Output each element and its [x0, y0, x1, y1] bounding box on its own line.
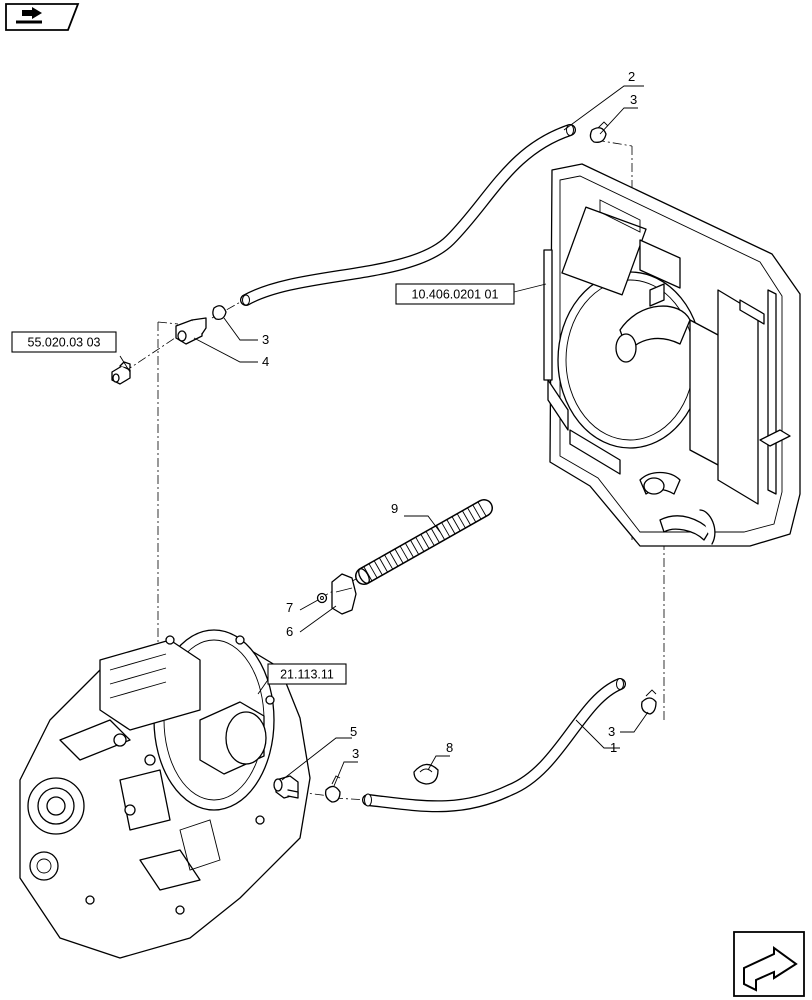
sleeve-rib	[373, 560, 383, 576]
sleeve-rib	[379, 557, 388, 573]
sleeve-rib	[472, 504, 482, 520]
reference-boxes: 10.406.0201 01 55.020.03 03 21.113.11	[11, 283, 515, 685]
sleeve-rib	[368, 563, 378, 579]
callout-9: 9	[391, 501, 398, 516]
sleeve-rib	[425, 531, 435, 546]
callout-5: 5	[350, 724, 357, 739]
sleeve-rib	[462, 510, 471, 526]
elbow-fitting[interactable]	[175, 317, 207, 345]
next-page-arrow-icon[interactable]	[733, 931, 805, 997]
sleeve-rib	[389, 552, 399, 567]
temperature-sensor[interactable]	[111, 361, 131, 385]
sleeve-rib	[456, 513, 466, 529]
callout-1: 1	[610, 740, 617, 755]
callout-3-right: 3	[608, 724, 615, 739]
sleeve-rib	[430, 528, 440, 543]
callout-6: 6	[286, 624, 293, 639]
upper-hose[interactable]	[240, 124, 576, 306]
p-clip[interactable]	[331, 573, 357, 615]
clip-bolt[interactable]	[316, 592, 328, 604]
ref-radiator-label: 10.406.0201 01	[412, 288, 499, 302]
sleeve-rib	[394, 549, 404, 564]
sleeve-rib	[441, 522, 451, 537]
callout-3-top: 3	[630, 92, 637, 107]
sleeve-rib	[436, 525, 445, 540]
hose-clamp-right[interactable]	[641, 689, 657, 715]
corrugated-sleeve[interactable]	[355, 499, 493, 585]
ref-box-sensor[interactable]: 55.020.03 03	[11, 331, 117, 353]
sleeve-rib	[467, 507, 477, 523]
callout-3-mid: 3	[262, 332, 269, 347]
hose-clamp-mid[interactable]	[212, 305, 227, 320]
ref-sensor-label: 55.020.03 03	[28, 336, 101, 350]
sleeve-rib	[415, 537, 425, 552]
radiator-assembly	[543, 163, 801, 547]
sleeve-rib	[410, 540, 420, 555]
hose-clamp-8[interactable]	[413, 763, 439, 785]
sleeve-rib	[420, 534, 430, 549]
callout-2-top: 2	[628, 69, 635, 84]
hose-clamp-low[interactable]	[324, 775, 341, 803]
ref-box-transmission[interactable]: 21.113.11	[267, 663, 347, 685]
callout-3-low: 3	[352, 746, 359, 761]
hose-clamp-top[interactable]	[589, 121, 609, 143]
sleeve-rib	[446, 519, 456, 534]
callout-8: 8	[446, 740, 453, 755]
callout-7: 7	[286, 600, 293, 615]
sleeve-rib	[477, 501, 487, 517]
sleeve-rib	[399, 546, 409, 561]
ref-box-radiator[interactable]: 10.406.0201 01	[395, 283, 515, 305]
callout-4: 4	[262, 354, 269, 369]
book-arrow-icon[interactable]	[5, 3, 80, 31]
sleeve-rib	[405, 543, 414, 558]
sleeve-rib	[384, 554, 394, 570]
callout-numbers: 2 3 3 4 9 7 6 5 3 8 3 1	[262, 69, 637, 761]
sleeve-rib	[451, 516, 461, 531]
transmission-elbow-fitting[interactable]	[273, 775, 299, 799]
lower-hose[interactable]	[362, 678, 626, 813]
transmission-assembly	[19, 629, 311, 959]
ref-transmission-label: 21.113.11	[280, 668, 334, 682]
leader-lines	[119, 85, 649, 787]
